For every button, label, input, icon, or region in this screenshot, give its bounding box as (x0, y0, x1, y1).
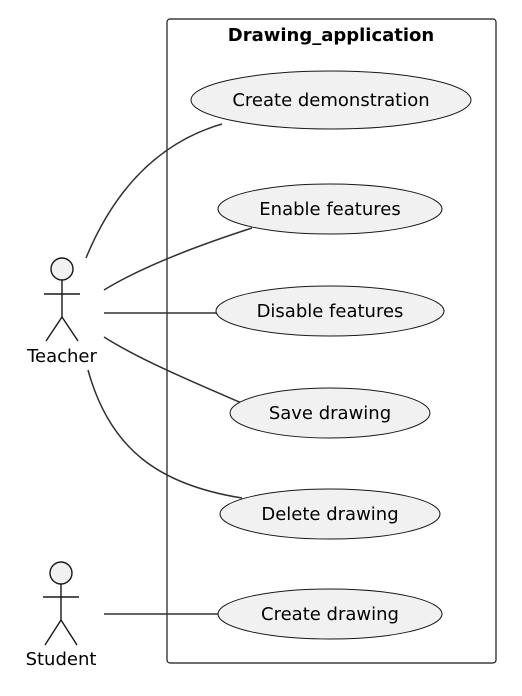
use-case-label: Create demonstration (232, 90, 429, 111)
use-case-create-demonstration: Create demonstration (190, 70, 472, 130)
actor-label: Teacher (26, 346, 97, 367)
association-teacher-delete-drawing (87, 369, 243, 499)
actor-label: Student (26, 649, 97, 670)
use-case-label: Create drawing (261, 604, 399, 625)
associations (85, 123, 253, 615)
use-case-label: Save drawing (269, 403, 391, 424)
system-title: Drawing_application (228, 25, 435, 46)
actor-teacher: Teacher (26, 257, 98, 367)
use-case-label: Disable features (257, 301, 404, 322)
use-case-label: Delete drawing (261, 504, 398, 525)
actor-student: Student (26, 561, 97, 670)
association-teacher-enable-features (103, 227, 253, 291)
association-teacher-create-demonstration (85, 123, 223, 259)
use-case-save-drawing: Save drawing (229, 387, 431, 439)
use-case-delete-drawing: Delete drawing (219, 488, 441, 540)
association-teacher-save-drawing (103, 336, 245, 405)
use-case-label: Enable features (259, 199, 400, 220)
use-case-enable-features: Enable features (217, 183, 443, 235)
stick-figure-icon (44, 257, 80, 342)
use-case-create-drawing: Create drawing (217, 588, 443, 640)
stick-figure-icon (43, 561, 79, 646)
use-case-disable-features: Disable features (215, 285, 445, 337)
